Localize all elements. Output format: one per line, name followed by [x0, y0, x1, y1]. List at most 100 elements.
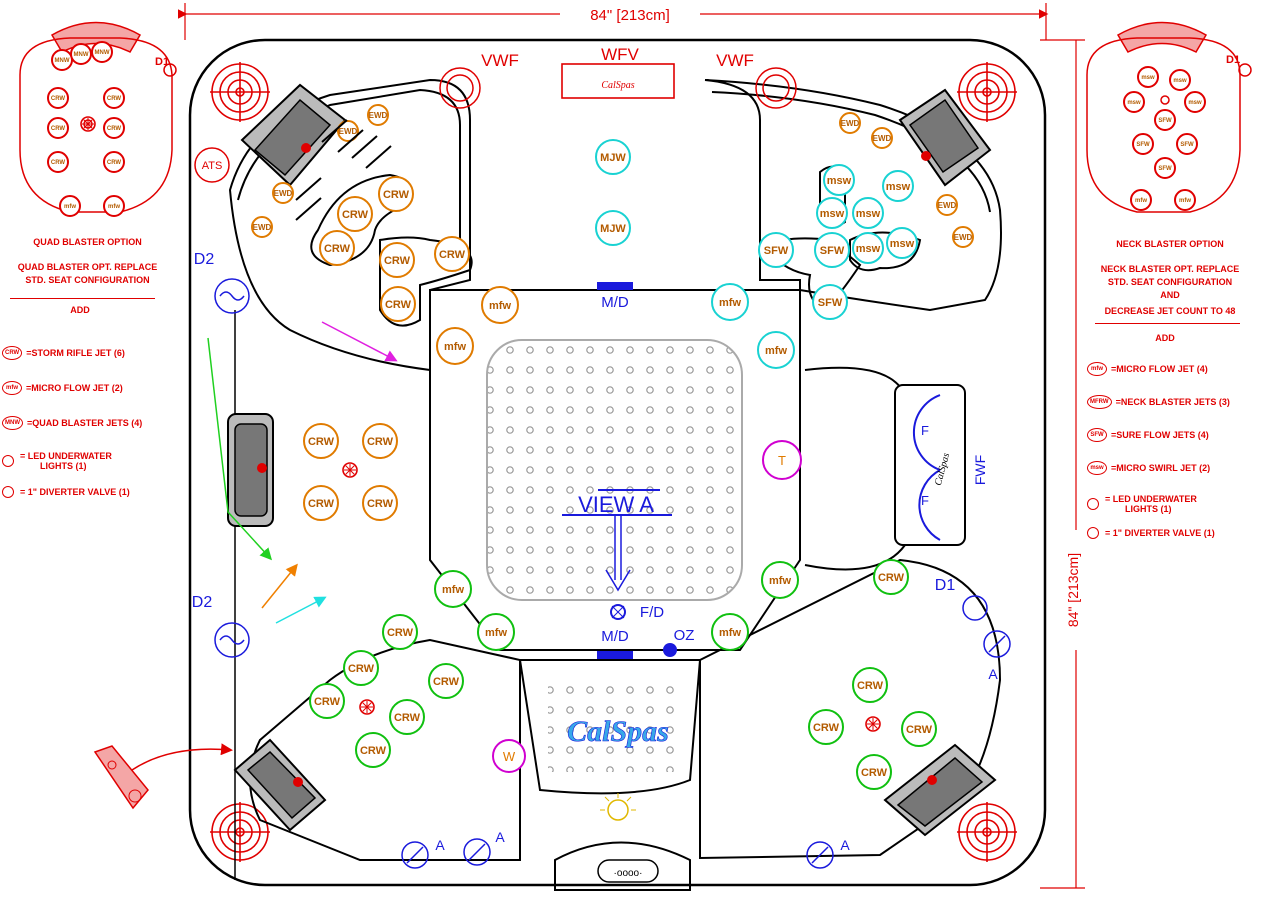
legend-row: MNW=QUAD BLASTER JETS (4): [2, 416, 142, 430]
width-dimension: [177, 3, 1049, 40]
jet-icon: MFRW: [1087, 395, 1112, 409]
svg-text:mfw: mfw: [489, 300, 511, 312]
mjw-jet: MJW: [595, 139, 631, 175]
svg-text:EWD: EWD: [274, 189, 293, 198]
legend-text: =MICRO FLOW JET (4): [1111, 364, 1208, 374]
svg-text:EWD: EWD: [369, 111, 388, 120]
svg-text:msw: msw: [856, 208, 881, 220]
mfw-jet: mfw: [436, 327, 474, 365]
svg-text:msw: msw: [820, 208, 845, 220]
svg-text:mfw: mfw: [1179, 198, 1191, 204]
w-label: W: [503, 749, 516, 764]
svg-text:msw: msw: [1173, 78, 1187, 84]
svg-text:msw: msw: [1127, 100, 1141, 106]
crw-jet: CRW: [303, 423, 339, 459]
svg-text:MNW: MNW: [74, 52, 89, 58]
seat-outlines: [228, 78, 1002, 891]
sfw-jet: SFW: [758, 232, 794, 268]
msw-jet: msw: [852, 232, 884, 264]
step-dots: [548, 682, 678, 772]
crw-jet: CRW: [852, 667, 888, 703]
legend-row: mfw=MICRO FLOW JET (2): [2, 381, 123, 395]
svg-text:CRW: CRW: [51, 126, 66, 132]
svg-text:CRW: CRW: [383, 189, 410, 201]
svg-text:CRW: CRW: [107, 96, 122, 102]
jet-icon: SFW: [1087, 428, 1107, 442]
legend-row: msw=MICRO SWIRL JET (2): [1087, 461, 1210, 475]
svg-text:MNW: MNW: [95, 50, 110, 56]
fd-label: F/D: [640, 604, 664, 621]
right-option-line1: NECK BLASTER OPT. REPLACE: [1100, 264, 1240, 274]
ats-label: ATS: [202, 160, 223, 172]
right-add-label: ADD: [1155, 333, 1175, 343]
ewd-jet: EWD: [367, 104, 389, 126]
legend-row: SFW=SURE FLOW JETS (4): [1087, 428, 1209, 442]
footwell: [486, 339, 743, 601]
seat-rib: [321, 119, 348, 143]
msw-jet: msw: [823, 164, 855, 196]
spa-labels: VWF WFV VWF ATS D2 D2 D1 M/D M/D F/D OZ …: [192, 45, 999, 853]
svg-text:MJW: MJW: [600, 223, 626, 235]
ewd-jet: EWD: [952, 226, 974, 248]
flow-arrows: [131, 321, 398, 771]
svg-text:CRW: CRW: [439, 249, 466, 261]
legend-text: =MICRO FLOW JET (2): [26, 383, 123, 393]
svg-text:CRW: CRW: [107, 160, 122, 166]
inset-jet: MNW: [91, 41, 113, 63]
svg-text:CRW: CRW: [308, 436, 335, 448]
right-option-title: NECK BLASTER OPTION: [1116, 239, 1224, 249]
right-option-line3: AND: [1160, 290, 1180, 300]
inset-jet: MNW: [70, 43, 92, 65]
ewd-jet: EWD: [272, 182, 294, 204]
legend-text: =QUAD BLASTER JETS (4): [27, 418, 143, 428]
d2-bottom-label: D2: [192, 594, 213, 611]
right-divider: [1095, 323, 1240, 324]
d2-top-label: D2: [194, 251, 215, 268]
svg-text:SFW: SFW: [1180, 142, 1194, 148]
left-option-line2: STD. SEAT CONFIGURATION: [25, 275, 150, 285]
inset-jet: SFW: [1154, 157, 1176, 179]
seat-rib: [337, 129, 364, 153]
inset-jet: SFW: [1176, 133, 1198, 155]
oz-label: OZ: [674, 627, 695, 644]
svg-text:CRW: CRW: [394, 712, 421, 724]
inset-jet: CRW: [47, 151, 69, 173]
inset-jet: msw: [1169, 69, 1191, 91]
crw-jet: CRW: [856, 754, 892, 790]
md-bottom-label: M/D: [601, 628, 629, 645]
crw-jet: CRW: [337, 196, 373, 232]
svg-text:msw: msw: [1141, 75, 1155, 81]
svg-text:mfw: mfw: [444, 341, 466, 353]
svg-text:SFW: SFW: [818, 297, 843, 309]
neck-blaster-top-right: [898, 88, 992, 187]
crw-jet: CRW: [808, 709, 844, 745]
vwf-fountains: [439, 67, 797, 109]
svg-text:CRW: CRW: [857, 680, 884, 692]
crw-jet: CRW: [343, 650, 379, 686]
fwf-label: FWF: [972, 455, 988, 485]
crw-jet: CRW: [389, 699, 425, 735]
height-dimension: [1040, 39, 1085, 889]
svg-text:mfw: mfw: [1135, 198, 1147, 204]
msw-jet: msw: [886, 227, 918, 259]
legend-row: CRW=STORM RIFLE JET (6): [2, 346, 125, 360]
mjw-jet: MJW: [595, 210, 631, 246]
width-dimension-label: 84" [213cm]: [590, 7, 670, 24]
svg-text:mfw: mfw: [769, 575, 791, 587]
svg-text:CRW: CRW: [107, 126, 122, 132]
misc-symbols: ·oooo· CalSpas: [194, 147, 802, 883]
diverter-valves[interactable]: [214, 278, 1011, 869]
inset-jet: mfw: [1130, 189, 1152, 211]
svg-text:SFW: SFW: [1136, 142, 1150, 148]
crw-jet: CRW: [355, 732, 391, 768]
neck-blaster-bottom-left: [233, 738, 327, 832]
mfw-jet: mfw: [711, 283, 749, 321]
